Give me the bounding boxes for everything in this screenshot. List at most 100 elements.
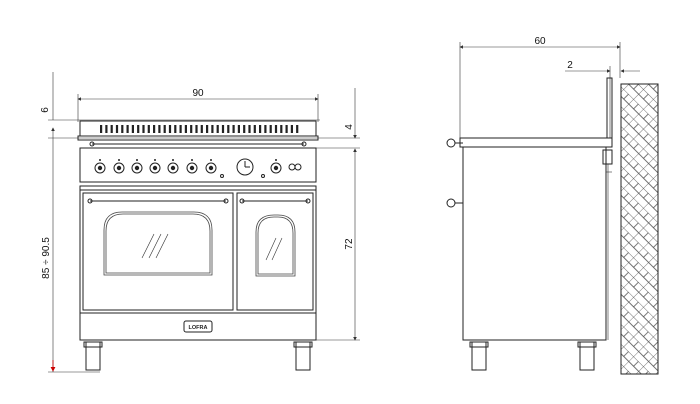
brand-badge <box>183 320 213 333</box>
vent-slot <box>153 125 156 133</box>
vent-slot <box>137 125 140 133</box>
front-foot-right-cap <box>293 341 313 348</box>
control-knob-icon <box>131 159 143 174</box>
vent-slot <box>115 125 119 133</box>
vent-slot <box>269 125 272 133</box>
vent-slot <box>232 125 235 133</box>
indicator-light-right <box>294 163 302 171</box>
rim-height-label: 4 <box>344 124 355 130</box>
vent-slot <box>221 125 225 133</box>
main-oven-window-inner <box>105 213 211 274</box>
top-gap-label: 6 <box>40 107 51 113</box>
side-foot-rear <box>579 341 595 371</box>
auxiliary-oven-window <box>255 214 296 277</box>
vent-slot <box>179 125 182 133</box>
vent-slot <box>290 125 293 133</box>
depth-dimension-label: 60 <box>534 36 546 47</box>
vent-slot <box>131 125 134 133</box>
height-dimension-label: 85 ÷ 90.5 <box>41 237 52 279</box>
auxiliary-oven-door <box>236 192 314 311</box>
vent-slot <box>100 125 103 133</box>
side-foot-rear-cap <box>577 341 597 348</box>
main-oven-window <box>103 211 213 276</box>
vent-slot <box>206 125 209 133</box>
control-knob-icon <box>270 159 282 174</box>
control-knob-icon <box>94 159 106 174</box>
front-view: 90 6 85 ÷ 90.5 4 72 <box>40 72 360 373</box>
vent-slot <box>168 125 172 133</box>
aux-oven-glass-reflection-2 <box>271 237 283 261</box>
vent-slot <box>184 125 187 133</box>
main-oven-handle-end-left <box>87 198 93 204</box>
vent-slot <box>158 125 161 133</box>
main-oven-door <box>82 192 234 311</box>
side-foot-front-cap <box>469 341 489 348</box>
vent-slot <box>216 125 219 133</box>
main-oven-glass-reflection-2 <box>148 233 162 259</box>
side-foot-front <box>471 341 487 371</box>
main-oven-glass-reflection-3 <box>155 233 169 259</box>
side-body <box>462 146 607 341</box>
top-handle-end-left <box>89 141 95 147</box>
wall-gap-label: 2 <box>567 60 573 71</box>
auxiliary-oven-window-inner <box>257 216 294 275</box>
front-foot-left-cap <box>83 341 103 348</box>
aux-oven-glass-reflection-1 <box>265 237 277 261</box>
vent-slot <box>243 125 246 133</box>
vent-slot <box>264 125 267 133</box>
vent-slot <box>248 125 251 133</box>
vent-slot <box>200 125 203 133</box>
vent-slot <box>174 125 177 133</box>
side-handle-end <box>446 198 456 208</box>
cooktop-edge <box>77 135 319 141</box>
bottom-drawer <box>79 312 317 341</box>
vent-slot <box>110 125 113 133</box>
control-knob-icon <box>149 159 161 174</box>
clock-dial <box>236 158 254 176</box>
side-back-upstand <box>606 77 613 139</box>
main-oven-handle-end-right <box>223 198 229 204</box>
vent-slot <box>274 125 278 133</box>
side-view: 60 2 <box>446 36 659 375</box>
vent-slot <box>121 125 124 133</box>
vent-slot <box>190 125 193 133</box>
oven-body <box>79 185 317 341</box>
small-indicator-left <box>220 174 224 178</box>
control-panel <box>79 147 317 183</box>
control-knob-icon <box>167 159 179 174</box>
small-indicator-right <box>261 174 265 178</box>
auxiliary-oven-handle-end-right <box>305 198 311 204</box>
vent-slot <box>147 125 150 133</box>
vent-slot <box>227 125 230 133</box>
control-knob-icon <box>113 159 125 174</box>
side-knob <box>446 138 456 148</box>
knob-row <box>94 159 282 174</box>
vent-slot <box>195 125 198 133</box>
vent-slot <box>211 125 214 133</box>
vent-slot <box>280 125 283 133</box>
width-dimension-label: 90 <box>192 88 204 99</box>
vent-slot <box>285 125 288 133</box>
vent-slot <box>105 125 108 133</box>
vent-slot <box>163 125 166 133</box>
side-cooktop <box>459 137 613 148</box>
front-foot-left <box>85 341 101 371</box>
brand-badge-text: LOFRA <box>189 325 208 331</box>
control-knob-icon <box>205 159 217 174</box>
side-rear-bracket <box>602 149 613 165</box>
front-foot-right <box>295 341 311 371</box>
wall-section <box>620 83 659 375</box>
main-oven-glass-reflection-1 <box>141 233 155 259</box>
top-handle-end-right <box>301 141 307 147</box>
body-height-label: 72 <box>344 238 355 250</box>
vent-slot <box>259 125 262 133</box>
vent-slot <box>237 125 240 133</box>
auxiliary-oven-handle-end-left <box>239 198 245 204</box>
vent-slot <box>142 125 145 133</box>
vent-slot <box>253 125 256 133</box>
vent-slots <box>100 125 299 133</box>
control-knob-icon <box>186 159 198 174</box>
vent-slot <box>296 125 299 133</box>
vent-slot <box>126 125 129 133</box>
